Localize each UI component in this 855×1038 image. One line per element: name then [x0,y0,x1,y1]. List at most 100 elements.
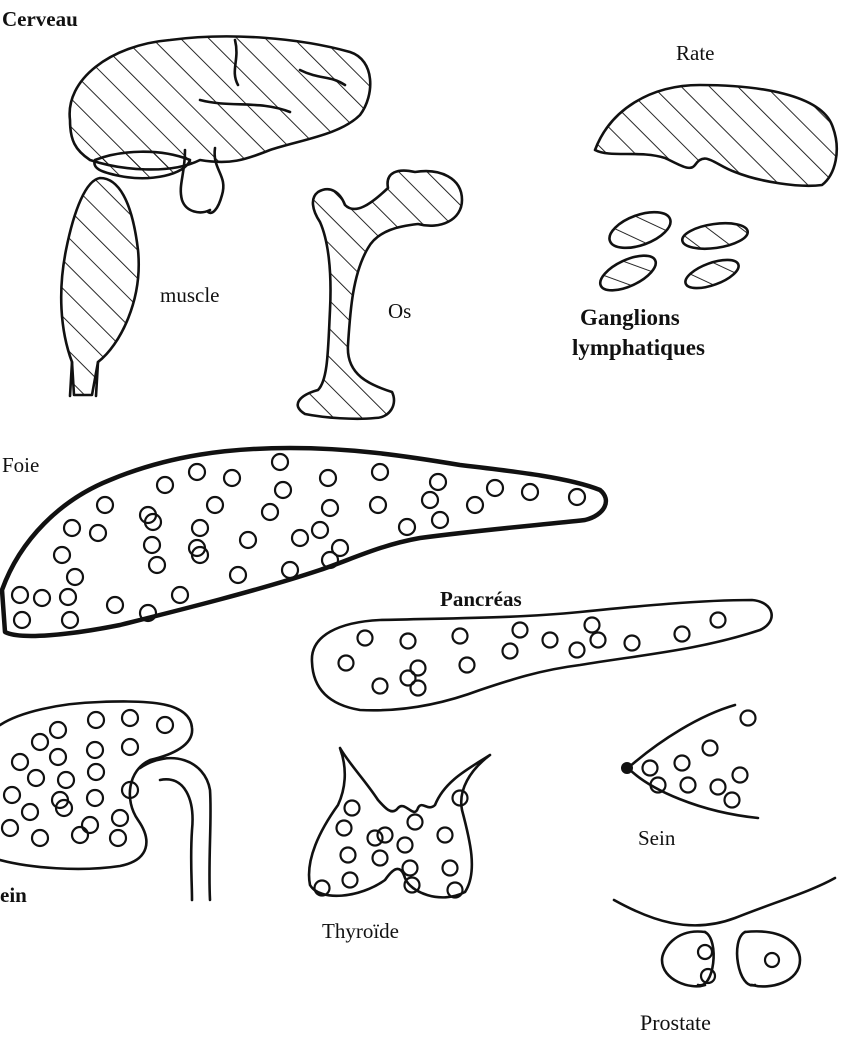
organ-circle [725,793,740,808]
organ-circle [122,739,138,755]
organ-circle [224,470,240,486]
organ-circle [149,557,165,573]
organ-circle [438,828,453,843]
organ-circle [733,768,748,783]
organ-circle [405,878,420,893]
organ-circle [741,711,756,726]
organ-circle [144,537,160,553]
organ-circle [32,830,48,846]
organ-circle [675,756,690,771]
breast-circles [643,711,756,808]
organ-circle [339,656,354,671]
organ-circle [398,838,413,853]
organ-circle [543,633,558,648]
organ-circle [192,520,208,536]
label-rate: Rate [676,41,714,65]
organ-circle [110,830,126,846]
organ-circle [372,464,388,480]
organ-circle [399,519,415,535]
organ-circle [97,497,113,513]
organ-circle [358,631,373,646]
organ-circle [345,801,360,816]
organ-circle [422,492,438,508]
organ-circle [88,764,104,780]
organ-circle [322,500,338,516]
organ-circle [112,810,128,826]
organ-circle [272,454,288,470]
organ-circle [681,778,696,793]
label-foie: Foie [2,453,39,477]
organ-circle [14,612,30,628]
organ-circle [625,636,640,651]
organ-circle [157,717,173,733]
organ-circle [62,612,78,628]
organ-circle [341,848,356,863]
organ-circle [373,679,388,694]
organ-circle [189,464,205,480]
organ-circle [172,587,188,603]
organ-circle [32,734,48,750]
organ-circle [292,530,308,546]
breast-nipple [621,762,633,774]
organ-circle [88,712,104,728]
organ-circle [282,562,298,578]
organ-circle [443,861,458,876]
organ-circle [460,658,475,673]
organ-circle [378,828,393,843]
organ-circle [122,710,138,726]
organ-circle [50,722,66,738]
label-rein: ein [0,883,27,907]
organ-circle [765,953,779,967]
organ-circle [230,567,246,583]
organ-circle [87,742,103,758]
thyroid-organ [309,748,490,897]
label-sein: Sein [638,826,676,850]
organ-circle [570,643,585,658]
organ-circle [28,770,44,786]
organ-circle [513,623,528,638]
muscle-organ [61,178,138,396]
organ-circle [467,497,483,513]
organ-circle [60,589,76,605]
kidney-circles [2,710,173,846]
pancreas-circles [339,613,726,696]
organ-circle [312,522,328,538]
organ-circle [54,547,70,563]
label-muscle: muscle [160,283,219,307]
organ-circle [453,629,468,644]
organ-circle [643,761,658,776]
organ-circle [4,787,20,803]
organ-circle [337,821,352,836]
organ-circle [585,618,600,633]
organ-circle [343,873,358,888]
organ-circle [2,820,18,836]
organ-circle [157,477,173,493]
organ-circle [711,613,726,628]
label-cerveau: Cerveau [2,7,78,31]
organ-circle [64,520,80,536]
organ-circle [675,627,690,642]
organ-circle [487,480,503,496]
organ-circle [401,634,416,649]
organ-circle [401,671,416,686]
organ-circle [240,532,256,548]
organ-circle [370,497,386,513]
organ-circle [50,749,66,765]
label-thyroide: Thyroïde [322,919,399,943]
organ-circle [107,597,123,613]
organ-circle [90,525,106,541]
kidney-organ [0,701,211,900]
organ-circle [522,484,538,500]
organ-circle [432,512,448,528]
organ-circle [275,482,291,498]
label-lymphatiques: lymphatiques [572,335,705,360]
organ-circle [67,569,83,585]
organ-circle [207,497,223,513]
organ-circle [320,470,336,486]
organ-circle [408,815,423,830]
spleen-organ [595,85,837,186]
organ-circle [368,831,383,846]
organ-circle [12,754,28,770]
organ-circle [373,851,388,866]
